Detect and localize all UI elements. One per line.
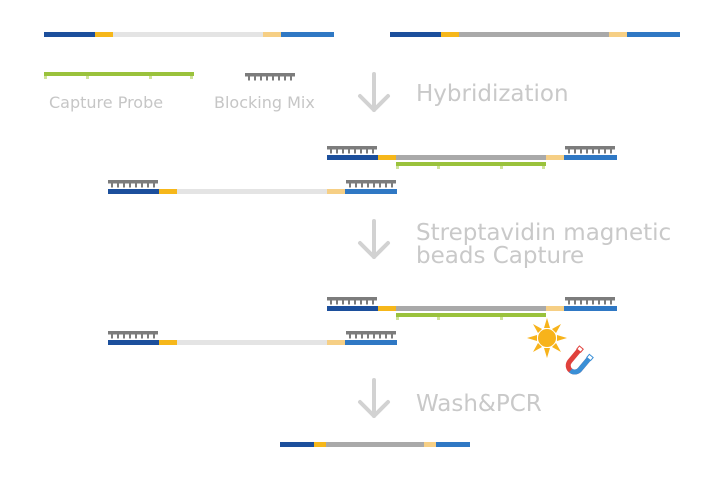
blocker-left	[327, 297, 377, 305]
blocking-mix-symbol	[245, 73, 295, 81]
step-streptavidin-line2: beads Capture	[416, 243, 584, 269]
down-arrow-icon	[358, 219, 390, 259]
blocker-right	[346, 180, 396, 188]
down-arrow-icon	[358, 378, 390, 418]
blocking-mix-label: Blocking Mix	[214, 93, 315, 112]
step-hybridization: Hybridization	[416, 81, 569, 107]
captured-target-fragment	[327, 297, 617, 320]
blocker-right	[565, 146, 615, 154]
capture-probe-symbol	[44, 72, 194, 79]
fragment-gray-top	[390, 32, 680, 37]
step-wash-pcr: Wash&PCR	[416, 391, 542, 417]
blocker-left	[327, 146, 377, 154]
blocker-right	[346, 331, 396, 339]
blocked-offtarget-fragment	[108, 180, 397, 194]
sun-bead-icon	[527, 318, 567, 358]
step-streptavidin-line1: Streptavidin magnetic	[416, 220, 671, 246]
blocked-offtarget-fragment-2	[108, 331, 397, 345]
capture-probe	[396, 162, 546, 166]
magnet-icon	[565, 345, 594, 375]
enriched-target-fragment	[280, 442, 470, 447]
capture-probe-label: Capture Probe	[49, 93, 163, 112]
fragment-light-top	[44, 32, 334, 37]
blocker-left	[108, 331, 158, 339]
blocker-right	[565, 297, 615, 305]
down-arrow-icon	[358, 72, 390, 112]
blocker-left	[108, 180, 158, 188]
capture-probe	[396, 313, 546, 317]
hybridized-target-fragment	[327, 146, 617, 169]
